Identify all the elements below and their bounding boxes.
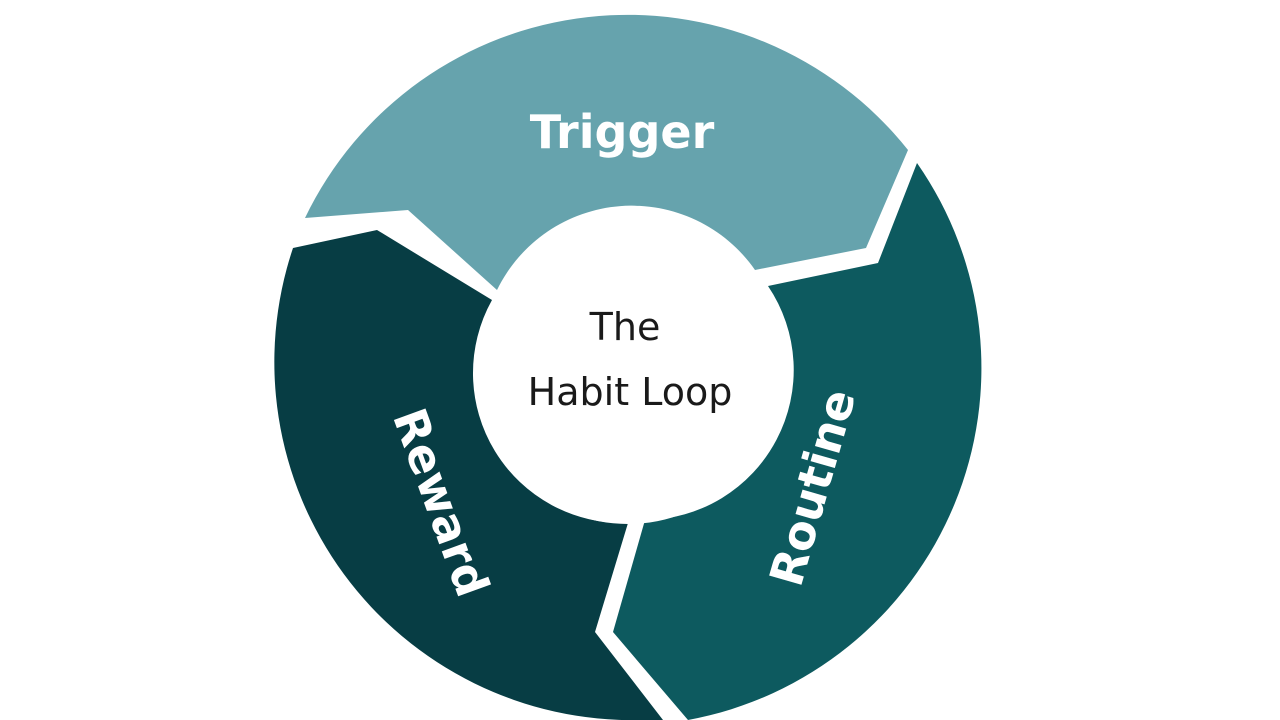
segment-trigger: [305, 14, 908, 290]
center-title-line2: Habit Loop: [528, 370, 733, 414]
center-circle: [476, 220, 780, 524]
center-title-line1: The: [589, 305, 661, 349]
segment-routine: [613, 163, 982, 720]
label-trigger: Trigger: [530, 105, 715, 159]
segment-reward: [274, 230, 663, 720]
